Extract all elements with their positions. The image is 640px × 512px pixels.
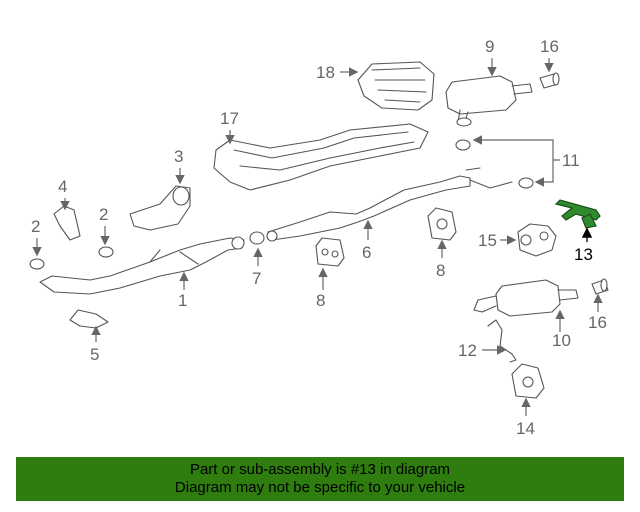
part-16-tail-pipe-tip-lower[interactable]: 16 [588, 278, 609, 332]
part-11-gaskets[interactable]: 11 [455, 117, 580, 189]
info-banner: Part or sub-assembly is #13 in diagram D… [16, 457, 624, 501]
part-1-front-pipe[interactable]: 1 [39, 236, 245, 310]
callout-1: 1 [178, 291, 187, 310]
exhaust-parts-diagram: 18 9 16 17 11 3 [29, 37, 609, 438]
part-6-center-pipe[interactable]: 6 [266, 167, 513, 262]
part-4-bracket[interactable]: 4 [53, 177, 81, 241]
callout-8b: 8 [436, 261, 445, 280]
callout-7: 7 [252, 269, 261, 288]
callout-8a: 8 [316, 291, 325, 310]
callout-17: 17 [220, 109, 239, 128]
callout-14: 14 [516, 419, 535, 438]
banner-line-1: Part or sub-assembly is #13 in diagram [189, 461, 451, 478]
callout-3: 3 [174, 147, 183, 166]
callout-16b: 16 [588, 313, 607, 332]
part-2-gaskets[interactable]: 2 2 [29, 205, 114, 270]
callout-11: 11 [562, 151, 580, 170]
part-7-gasket[interactable]: 7 [249, 231, 265, 288]
part-17-heat-insulator[interactable]: 17 [213, 109, 429, 191]
part-12-bracket[interactable]: 12 [458, 319, 517, 363]
part-18-heat-insulator[interactable]: 18 [316, 61, 435, 111]
part-9-tail-pipe[interactable]: 9 [445, 37, 533, 125]
callout-5: 5 [90, 345, 99, 364]
callout-6: 6 [362, 243, 371, 262]
callout-18: 18 [316, 63, 335, 82]
callout-13: 13 [574, 245, 593, 264]
banner-line-2: Diagram may not be specific to your vehi… [174, 479, 466, 496]
callout-10: 10 [552, 331, 571, 350]
callout-16a: 16 [540, 37, 559, 56]
part-15-mount[interactable]: 15 [478, 223, 557, 257]
part-10-muffler[interactable]: 10 [473, 279, 579, 350]
part-5-bracket[interactable]: 5 [69, 309, 109, 364]
callout-9: 9 [485, 37, 494, 56]
part-16-tail-pipe-tip-upper[interactable]: 16 [539, 37, 560, 89]
part-3-bracket[interactable]: 3 [129, 147, 191, 231]
callout-2a: 2 [31, 217, 40, 236]
callout-2b: 2 [99, 205, 108, 224]
part-14-hanger[interactable]: 14 [511, 363, 545, 438]
callout-4: 4 [58, 177, 67, 196]
part-13-bracket[interactable]: 13 [554, 199, 601, 264]
callout-15: 15 [478, 231, 497, 250]
part-8-hangers[interactable]: 8 8 [315, 207, 457, 310]
callout-12: 12 [458, 341, 477, 360]
